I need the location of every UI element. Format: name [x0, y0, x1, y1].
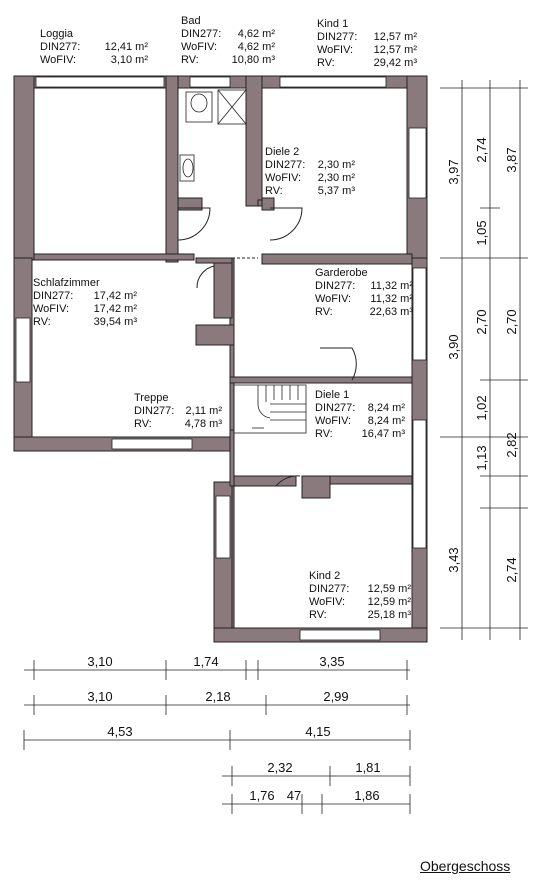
room-name: Kind 2 [309, 570, 341, 582]
dim-bottom-2-3: 2,99 [323, 689, 348, 704]
room-label-kind2: Kind 2 DIN277:12,59 m² WoFIV:12,59 m² RV… [309, 570, 411, 621]
dim-bottom-4-2: 1,81 [355, 760, 380, 775]
room-din: 17,42 m² [93, 290, 137, 302]
room-wofiv: 4,62 m² [237, 41, 275, 53]
dim-right-2-3: 2,70 [474, 309, 489, 334]
room-name: Treppe [134, 392, 169, 404]
windows [15, 76, 427, 641]
dim-right-3-1: 3,87 [504, 147, 519, 172]
room-din: 2,30 m² [317, 159, 355, 171]
dim-bottom-1-2: 1,74 [193, 654, 218, 669]
dim-right-1-1: 3,97 [446, 159, 461, 184]
room-name: Loggia [40, 28, 74, 40]
room-label-loggia: Loggia DIN277:12,41 m² WoFIV:3,10 m² [40, 28, 148, 66]
room-rv: 5,37 m³ [317, 185, 355, 197]
dim-right-1-2: 3,90 [446, 334, 461, 359]
doors [177, 207, 357, 487]
room-din: 2,11 m² [185, 405, 222, 417]
room-label-schlafzimmer: Schlafzimmer DIN277:17,42 m² WoFIV:17,42… [33, 277, 137, 328]
dim-right-3-4: 2,74 [504, 557, 519, 582]
dim-right-2-2: 1,05 [474, 220, 489, 245]
room-rv: 16,47 m³ [361, 428, 405, 440]
dimension-lines-bottom [23, 660, 411, 814]
dimension-texts-bottom: 3,10 1,74 3,35 3,10 2,18 2,99 4,53 4,15 … [87, 654, 380, 803]
room-din: 12,41 m² [104, 41, 148, 53]
dim-right-1-3: 3,43 [446, 547, 461, 572]
dim-bottom-3-1: 4,53 [107, 724, 132, 739]
dim-bottom-2-1: 3,10 [87, 689, 112, 704]
bathroom-fixtures [179, 89, 247, 182]
room-rv: 25,18 m³ [367, 609, 411, 621]
dim-bottom-5-1: 1,76 [249, 788, 274, 803]
dim-bottom-3-2: 4,15 [305, 724, 330, 739]
dim-bottom-5-3: 1,86 [354, 788, 379, 803]
floor-title: Obergeschoss [420, 858, 511, 874]
dim-bottom-4-1: 2,32 [267, 760, 292, 775]
room-wofiv: 17,42 m² [93, 303, 137, 315]
dim-bottom-2-2: 2,18 [205, 689, 230, 704]
room-wofiv: 12,59 m² [367, 596, 411, 608]
room-label-diele2: Diele 2 DIN277:2,30 m² WoFIV:2,30 m² RV:… [265, 146, 355, 197]
dim-right-2-4: 1,02 [474, 395, 489, 420]
room-wofiv: 8,24 m² [367, 415, 405, 427]
room-wofiv: 3,10 m² [110, 54, 148, 66]
dim-bottom-5-2: 47 [287, 788, 301, 803]
dim-bottom-1-3: 3,35 [319, 654, 344, 669]
dim-right-2-1: 2,74 [474, 137, 489, 162]
dimension-texts-right: 3,97 3,90 3,43 2,74 1,05 2,70 1,02 1,13 … [446, 137, 519, 582]
room-rv: 10,80 m³ [231, 54, 275, 66]
stair-icon [233, 384, 307, 434]
room-label-diele1: Diele 1 DIN277:8,24 m² WoFIV:8,24 m² RV:… [315, 389, 405, 440]
room-din: 12,59 m² [367, 583, 411, 595]
room-wofiv: 11,32 m² [370, 293, 413, 305]
room-wofiv: 12,57 m² [373, 44, 417, 56]
room-label-bad: Bad DIN277:4,62 m² WoFIV:4,62 m² RV:10,8… [181, 15, 275, 66]
dim-right-3-2: 2,70 [504, 309, 519, 334]
room-rv: 4,78 m³ [184, 418, 222, 430]
dimension-lines-right [440, 80, 528, 640]
room-rv: 39,54 m³ [93, 316, 137, 328]
room-din: 4,62 m² [237, 28, 275, 40]
room-name: Schlafzimmer [33, 277, 100, 289]
room-name: Bad [181, 15, 201, 27]
room-name: Diele 1 [315, 389, 350, 401]
room-label-garderobe: Garderobe DIN277:11,32 m² WoFIV:11,32 m²… [315, 267, 413, 318]
room-din: 11,32 m² [370, 280, 413, 292]
room-din: 8,24 m² [367, 402, 405, 414]
dim-bottom-1-1: 3,10 [87, 654, 112, 669]
room-rv: 29,42 m³ [373, 57, 417, 69]
room-label-treppe: Treppe DIN277:2,11 m² RV:4,78 m³ [134, 392, 222, 430]
room-rv: 22,63 m³ [369, 306, 413, 318]
room-din: 12,57 m² [373, 31, 417, 43]
room-name: Kind 1 [317, 18, 349, 30]
room-name: Diele 2 [265, 146, 300, 158]
dim-right-2-5: 1,13 [474, 445, 489, 470]
dim-right-3-3: 2,82 [504, 432, 519, 457]
room-name: Garderobe [315, 267, 368, 279]
room-label-kind1: Kind 1 DIN277:12,57 m² WoFIV:12,57 m² RV… [317, 18, 417, 69]
room-wofiv: 2,30 m² [317, 172, 355, 184]
